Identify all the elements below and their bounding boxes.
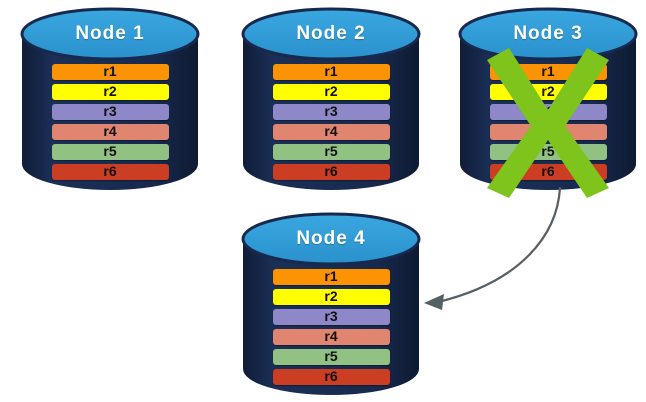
- row-r6[interactable]: r6: [272, 164, 390, 180]
- row-r3[interactable]: r3: [272, 104, 390, 120]
- node-title: Node 2: [296, 23, 366, 44]
- row-r6[interactable]: r6: [51, 164, 169, 180]
- row-r4[interactable]: r4: [272, 329, 390, 345]
- row-r4[interactable]: r4: [489, 124, 607, 140]
- row-r1[interactable]: r1: [272, 64, 390, 80]
- row-r5[interactable]: r5: [51, 144, 169, 160]
- node-title: Node 4: [296, 228, 366, 249]
- node-cylinder-2[interactable]: Node 2 r1 r2 r3 r4 r5 r6: [241, 7, 421, 190]
- arrow-curve: [436, 186, 562, 304]
- row-stack: r1 r2 r3 r4 r5 r6: [243, 269, 419, 385]
- row-stack: r1 r2 r3 r4 r5 r6: [243, 64, 419, 180]
- row-r2[interactable]: r2: [51, 84, 169, 100]
- row-r3[interactable]: r3: [51, 104, 169, 120]
- node-title: Node 1: [75, 23, 145, 44]
- node-cylinder-1[interactable]: Node 1 r1 r2 r3 r4 r5 r6: [20, 7, 200, 190]
- row-r3[interactable]: r3: [272, 309, 390, 325]
- row-r4[interactable]: r4: [51, 124, 169, 140]
- row-r2[interactable]: r2: [272, 84, 390, 100]
- row-r2[interactable]: r2: [489, 84, 607, 100]
- row-r6[interactable]: r6: [272, 369, 390, 385]
- row-r6[interactable]: r6: [489, 164, 607, 180]
- node-cylinder-4[interactable]: Node 4 r1 r2 r3 r4 r5 r6: [241, 212, 421, 395]
- row-r5[interactable]: r5: [489, 144, 607, 160]
- row-stack: r1 r2 r3 r4 r5 r6: [22, 64, 198, 180]
- node-title: Node 3: [513, 23, 583, 44]
- arrow-head-icon: [424, 294, 444, 310]
- row-r5[interactable]: r5: [272, 144, 390, 160]
- row-r4[interactable]: r4: [272, 124, 390, 140]
- row-r5[interactable]: r5: [272, 349, 390, 365]
- row-r1[interactable]: r1: [272, 269, 390, 285]
- row-r1[interactable]: r1: [489, 64, 607, 80]
- row-r3[interactable]: r3: [489, 104, 607, 120]
- row-stack: r1 r2 r3 r4 r5 r6: [460, 64, 636, 180]
- row-r1[interactable]: r1: [51, 64, 169, 80]
- node-cylinder-3[interactable]: Node 3 r1 r2 r3 r4 r5 r6: [458, 7, 638, 198]
- row-r2[interactable]: r2: [272, 289, 390, 305]
